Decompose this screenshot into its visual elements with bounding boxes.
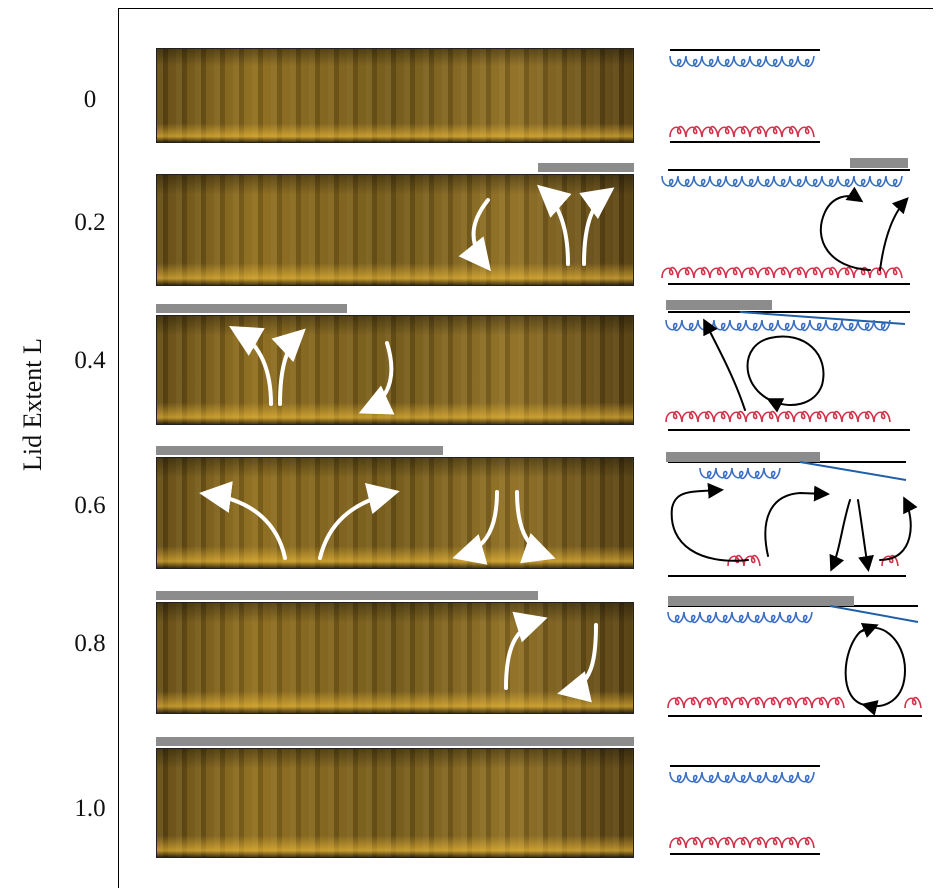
experiment-photo-5 — [156, 748, 634, 858]
experiment-photo-0 — [156, 48, 634, 143]
lid-bar-5 — [156, 737, 634, 746]
tick-label-1.0: 1.0 — [74, 795, 106, 822]
tick-label-0.8: 0.8 — [74, 630, 106, 657]
lid-bar-1 — [538, 163, 634, 172]
tick-label-0: 0 — [83, 86, 97, 113]
tick-label-0.4: 0.4 — [74, 347, 106, 374]
experiment-photo-2 — [156, 315, 634, 425]
experiment-photo-3 — [156, 457, 634, 569]
experiment-photo-4 — [156, 602, 634, 714]
lid-bar-4 — [156, 591, 538, 600]
tick-label-0.6: 0.6 — [74, 492, 106, 519]
experiment-photo-1 — [156, 174, 634, 286]
lid-bar-2 — [156, 304, 347, 313]
y-axis-label: Lid Extent L — [18, 338, 47, 471]
tick-label-0.2: 0.2 — [74, 209, 106, 236]
figure-frame — [118, 8, 933, 888]
lid-bar-3 — [156, 446, 443, 455]
